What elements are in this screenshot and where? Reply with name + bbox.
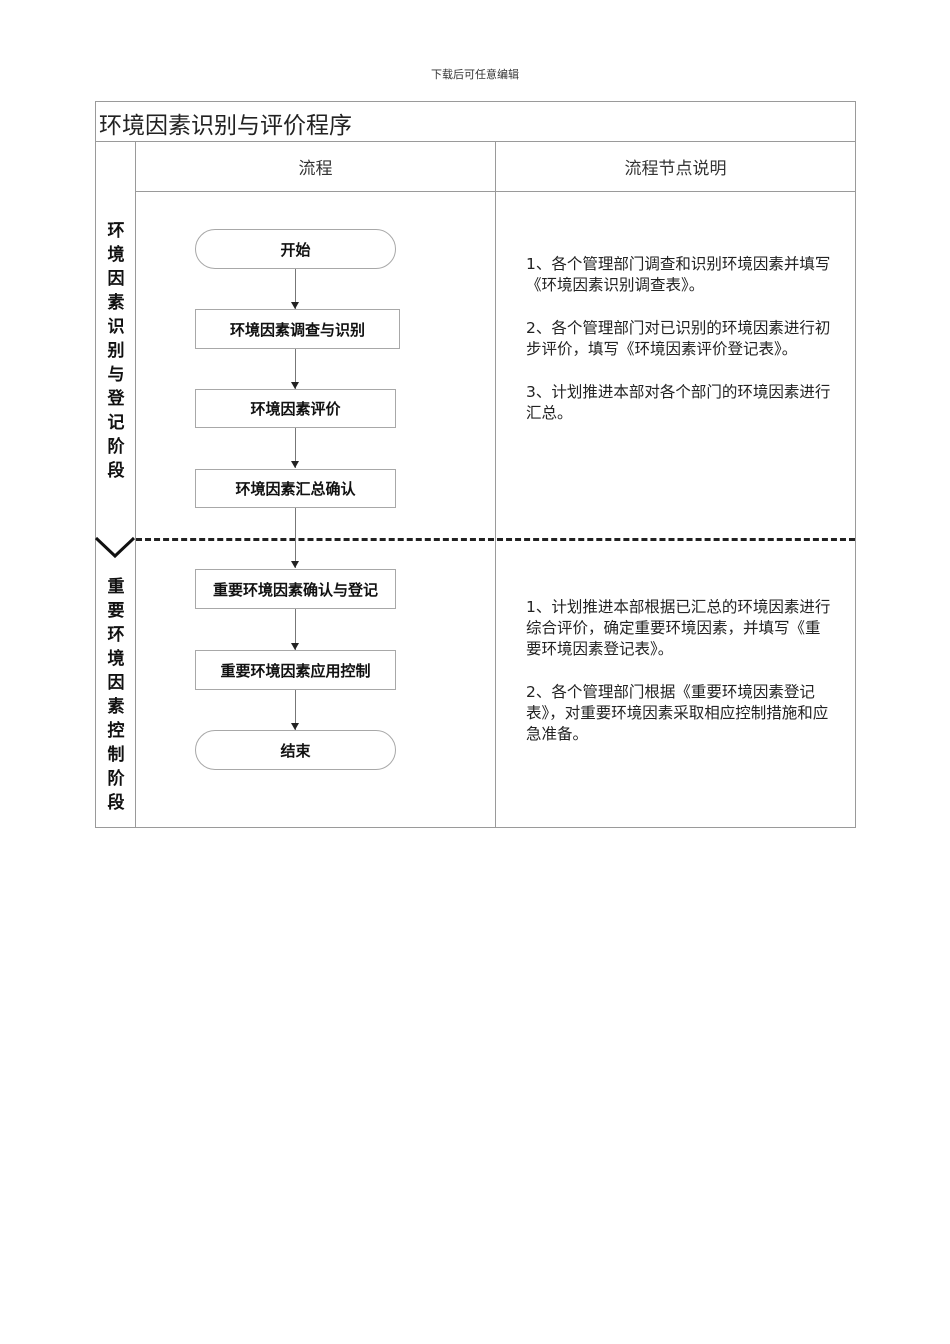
stage-label-char: 环 [107, 221, 125, 241]
stage-notes-identification: 1、各个管理部门调查和识别环境因素并填写《环境因素识别调查表》。 2、各个管理部… [526, 254, 831, 446]
flow-node-survey-identify: 环境因素调查与识别 [195, 309, 400, 349]
flow-connector [295, 689, 296, 730]
flow-node-end: 结束 [195, 730, 396, 770]
stage-label-char: 记 [107, 413, 125, 433]
stage-label-char: 制 [107, 745, 125, 765]
stage-label-char: 重 [107, 577, 125, 597]
arrow-down-icon [291, 302, 299, 309]
stage-column-divider [135, 142, 136, 827]
flow-connector [295, 269, 296, 309]
stage-label-char: 境 [107, 245, 125, 265]
stage-label-char: 与 [107, 365, 125, 385]
title-row: 环境因素识别与评价程序 [96, 102, 855, 142]
stage-label-char: 环 [107, 625, 125, 645]
flow-node-summary-confirm: 环境因素汇总确认 [195, 469, 396, 508]
stage-label-char: 别 [107, 341, 125, 361]
note-item: 2、各个管理部门根据《重要环境因素登记表》，对重要环境因素采取相应控制措施和应急… [526, 683, 829, 743]
column-header-flow: 流程 [298, 159, 333, 179]
stage-label-char: 登 [107, 389, 125, 409]
stage-label-char: 段 [107, 793, 125, 813]
stage-label-char: 段 [107, 461, 125, 481]
stage-label-char: 因 [107, 673, 125, 693]
column-header-notes: 流程节点说明 [624, 159, 727, 179]
note-item: 1、计划推进本部根据已汇总的环境因素进行综合评价，确定重要环境因素，并填写《重要… [526, 598, 831, 658]
flow-connector [295, 428, 296, 468]
stage-chevron-icon [94, 536, 136, 559]
page-header-note: 下载后可任意编辑 [431, 68, 519, 81]
arrow-down-icon [291, 382, 299, 389]
flow-node-evaluate: 环境因素评价 [195, 389, 396, 428]
stage-label-char: 阶 [107, 437, 125, 457]
flow-connector [295, 349, 296, 389]
document-title: 环境因素识别与评价程序 [99, 113, 352, 139]
stage-label-char: 阶 [107, 769, 125, 789]
notes-column-divider [495, 142, 496, 827]
stage-label-char: 境 [107, 649, 125, 669]
stage-label-char: 因 [107, 269, 125, 289]
procedure-table: 环境因素识别与评价程序 流程 流程节点说明 环 境 因 素 识 别 与 登 记 … [94, 101, 856, 828]
note-item: 2、各个管理部门对已识别的环境因素进行初步评价，填写《环境因素评价登记表》。 [526, 319, 831, 358]
stage-label-identification: 环 境 因 素 识 别 与 登 记 阶 段 [96, 219, 136, 483]
stage-label-char: 要 [107, 601, 125, 621]
arrow-down-icon [291, 561, 299, 568]
stage-label-char: 识 [107, 317, 125, 337]
note-item: 3、计划推进本部对各个部门的环境因素进行汇总。 [526, 383, 831, 422]
note-item: 1、各个管理部门调查和识别环境因素并填写《环境因素识别调查表》。 [526, 255, 831, 294]
stage-label-char: 控 [107, 721, 125, 741]
flow-node-significant-control: 重要环境因素应用控制 [195, 650, 396, 690]
arrow-down-icon [291, 723, 299, 730]
arrow-down-icon [291, 643, 299, 650]
stage-notes-control: 1、计划推进本部根据已汇总的环境因素进行综合评价，确定重要环境因素，并填写《重要… [526, 597, 831, 767]
flow-connector [295, 608, 296, 650]
stage-label-control: 重 要 环 境 因 素 控 制 阶 段 [96, 575, 136, 815]
flow-node-significant-confirm-register: 重要环境因素确认与登记 [195, 569, 396, 609]
header-row-divider [135, 191, 855, 192]
flow-node-start: 开始 [195, 229, 396, 269]
arrow-down-icon [291, 461, 299, 468]
stage-label-char: 素 [107, 697, 125, 717]
stage-divider-dashed [136, 538, 855, 541]
flow-connector [295, 508, 296, 568]
stage-label-char: 素 [107, 293, 125, 313]
